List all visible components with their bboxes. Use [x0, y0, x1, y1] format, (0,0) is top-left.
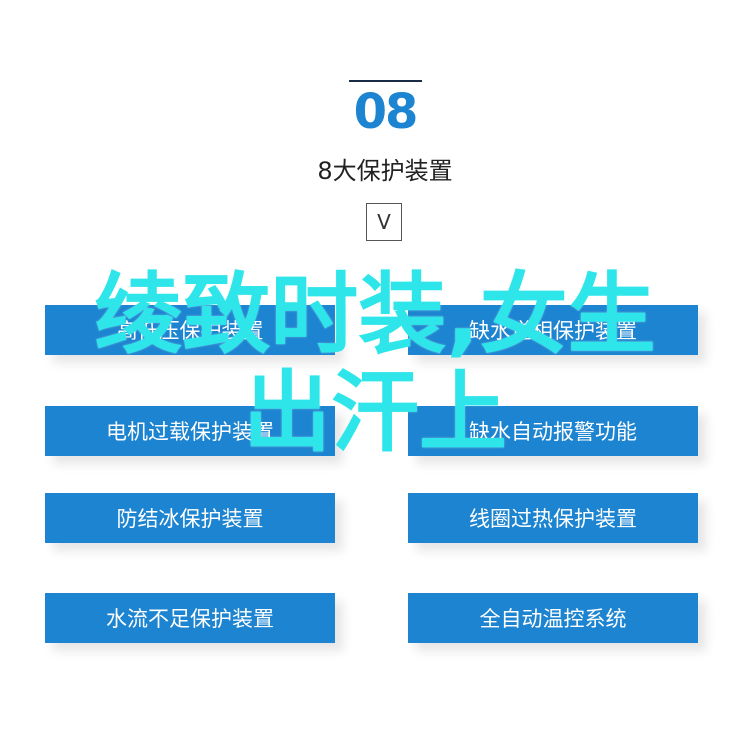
feature-label: 线圈过热保护装置: [469, 507, 637, 531]
feature-label: 缺水自动报警功能: [469, 420, 637, 444]
feature-card-high-low-voltage[interactable]: 高低压保护装置: [45, 305, 335, 355]
feature-card-water-phase[interactable]: 缺水逆相保护装置: [408, 305, 698, 355]
feature-card-water-alarm[interactable]: 缺水自动报警功能: [408, 406, 698, 456]
feature-label: 高低压保护装置: [116, 319, 264, 343]
feature-card-auto-temp-control[interactable]: 全自动温控系统: [408, 593, 698, 643]
feature-card-motor-overload[interactable]: 电机过载保护装置: [45, 406, 335, 456]
top-divider: [349, 80, 422, 82]
feature-label: 防结冰保护装置: [116, 507, 264, 531]
feature-label: 缺水逆相保护装置: [469, 319, 637, 343]
section-number: 08: [353, 84, 419, 140]
feature-label: 水流不足保护装置: [106, 607, 274, 631]
feature-card-low-water-flow[interactable]: 水流不足保护装置: [45, 593, 335, 643]
feature-card-anti-freeze[interactable]: 防结冰保护装置: [45, 493, 335, 543]
section-title: 8大保护装置: [317, 157, 453, 185]
chevron-down-icon: V: [377, 210, 391, 234]
expand-toggle-button[interactable]: V: [366, 203, 402, 241]
feature-card-coil-overheat[interactable]: 线圈过热保护装置: [408, 493, 698, 543]
feature-label: 电机过载保护装置: [106, 420, 274, 444]
feature-label: 全自动温控系统: [479, 607, 627, 631]
